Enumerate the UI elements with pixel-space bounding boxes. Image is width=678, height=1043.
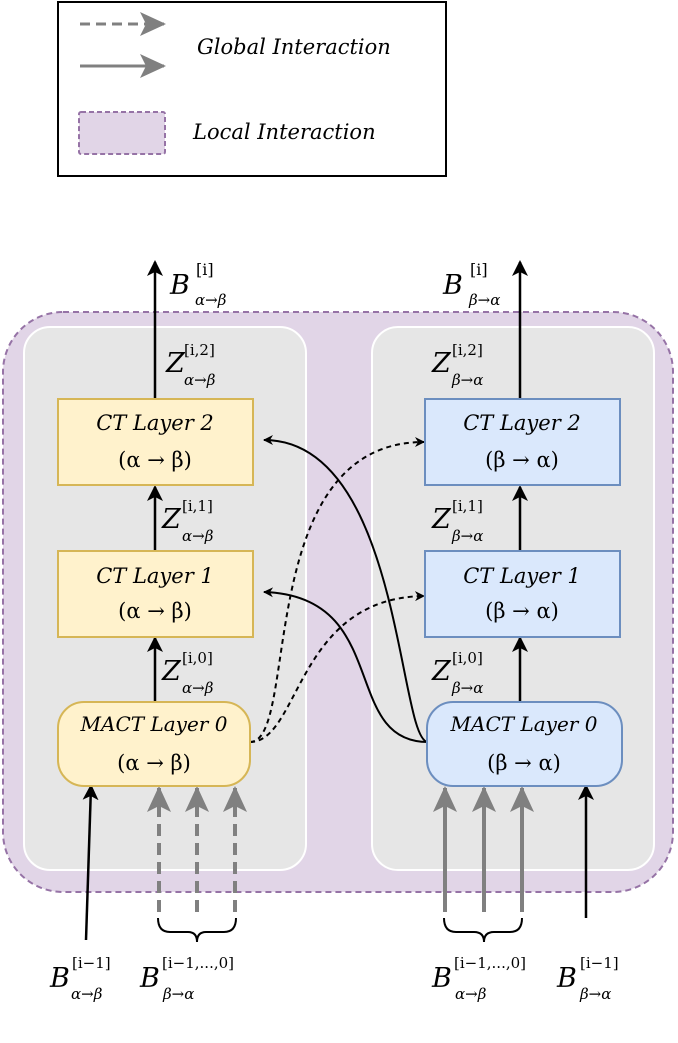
legend-global-label: Global Interaction [197,35,391,59]
legend: Global Interaction Local Interaction [57,1,447,177]
left-ct-layer-2: CT Layer 2 (α → β) [57,398,254,486]
svg-text:[i,1]: [i,1] [182,497,213,515]
right-mact-layer-0: MACT Layer 0 (β → α) [426,701,623,787]
svg-text:Z: Z [431,348,452,379]
svg-text:β→α: β→α [468,291,500,309]
right-ct2-line2: (β → α) [485,448,559,472]
svg-text:Z: Z [161,656,182,687]
left-mact0-line2: (α → β) [117,751,191,775]
svg-text:[i−1,...,0]: [i−1,...,0] [162,954,234,972]
left-ct-layer-1: CT Layer 1 (α → β) [57,550,254,638]
svg-text:Z: Z [161,504,182,535]
right-z0-label: Z [i,0] β→α [431,649,483,697]
left-global-input-arrows [147,786,247,912]
right-mact0-line2: (β → α) [487,751,561,775]
legend-local-swatch [78,111,166,155]
left-mact-layer-0: MACT Layer 0 (α → β) [57,701,251,787]
svg-text:β→α: β→α [579,985,611,1003]
left-z0-label: Z [i,0] α→β [161,649,214,697]
svg-text:α→β: α→β [182,527,214,545]
svg-text:α→β: α→β [182,679,214,697]
svg-text:β→α: β→α [451,527,483,545]
left-input-brace [157,917,237,943]
svg-text:Z: Z [431,504,452,535]
left-ct1-line1: CT Layer 1 [96,564,214,588]
right-mact-to-left-ct2-arrow [263,435,429,743]
svg-text:[i−1]: [i−1] [72,954,111,972]
right-mact-to-left-ct1-arrow [263,587,429,743]
right-ct2-line1: CT Layer 2 [463,411,581,435]
left-input-other-label: B [i−1,...,0] β→α [139,954,234,1003]
svg-text:[i,1]: [i,1] [452,497,483,515]
right-ct1-line1: CT Layer 1 [463,564,581,588]
left-mact0-line1: MACT Layer 0 [80,712,228,736]
svg-text:[i−1,...,0]: [i−1,...,0] [454,954,526,972]
svg-text:β→α: β→α [162,985,194,1003]
svg-text:B: B [49,963,70,994]
right-input-other-label: B [i−1,...,0] α→β [431,954,526,1003]
svg-text:[i,2]: [i,2] [452,341,483,359]
svg-text:Z: Z [165,348,186,379]
svg-text:B: B [431,963,452,994]
legend-local-label: Local Interaction [192,120,376,144]
svg-text:B: B [139,963,160,994]
left-mact-to-right-ct1-dashed-arrow [249,591,425,743]
left-input-prev-label: B [i−1] α→β [49,954,111,1003]
left-ct2-line1: CT Layer 2 [96,411,214,435]
left-ct1-line2: (α → β) [118,599,192,623]
left-ct2-line2: (α → β) [118,448,192,472]
left-output-label: B [i] α→β [169,260,227,309]
svg-text:[i,0]: [i,0] [452,649,483,667]
right-ct-layer-1: CT Layer 1 (β → α) [424,550,621,638]
right-ct-layer-2: CT Layer 2 (β → α) [424,398,621,486]
left-z1-label: Z [i,1] α→β [161,497,214,545]
right-input-brace [443,917,523,943]
left-mact-to-right-ct2-dashed-arrow [249,437,425,743]
svg-text:B: B [169,270,190,301]
svg-text:α→β: α→β [455,985,487,1003]
right-ct1-line2: (β → α) [485,599,559,623]
svg-text:α→β: α→β [184,371,216,389]
svg-text:[i,0]: [i,0] [182,649,213,667]
svg-text:[i]: [i] [196,260,214,279]
right-mact0-line1: MACT Layer 0 [450,712,598,736]
svg-text:β→α: β→α [451,371,483,389]
left-prev-input-arrow [82,784,99,941]
right-z1-label: Z [i,1] β→α [431,497,483,545]
svg-text:[i,2]: [i,2] [184,341,215,359]
svg-text:α→β: α→β [71,985,103,1003]
right-global-input-arrows [433,786,534,912]
svg-text:β→α: β→α [451,679,483,697]
svg-text:Z: Z [431,656,452,687]
right-z2-label: Z [i,2] β→α [431,341,483,389]
svg-text:α→β: α→β [195,291,227,309]
svg-text:B: B [442,270,463,301]
right-output-label: B [i] β→α [442,260,500,309]
svg-text:[i]: [i] [470,260,488,279]
svg-text:B: B [556,963,577,994]
left-z2-label: Z [i,2] α→β [165,341,216,389]
right-input-prev-label: B [i−1] β→α [556,954,619,1003]
svg-text:[i−1]: [i−1] [580,954,619,972]
